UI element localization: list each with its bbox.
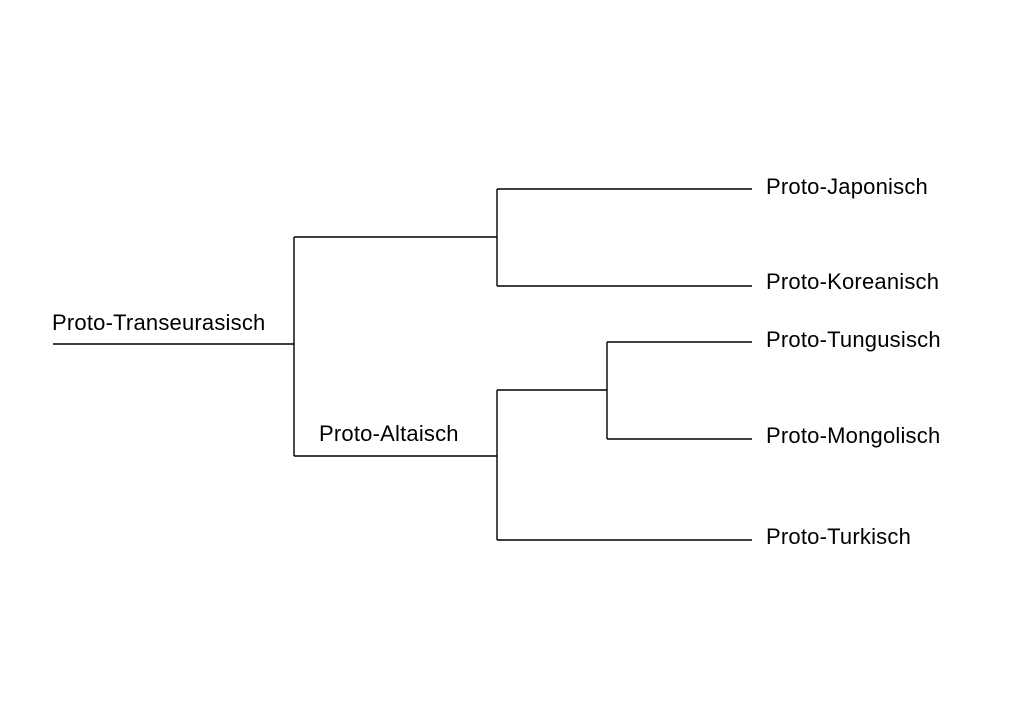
altaic-node-label: Proto-Altaisch: [319, 421, 459, 446]
japonic-leaf-label: Proto-Japonisch: [766, 174, 928, 199]
turkic-leaf-label: Proto-Turkisch: [766, 524, 912, 549]
mongolic-leaf-label: Proto-Mongolisch: [766, 423, 941, 448]
tungusic-leaf-label: Proto-Tungusisch: [766, 327, 941, 352]
korean-leaf-label: Proto-Koreanisch: [766, 269, 940, 294]
root-node-label: Proto-Transeurasisch: [52, 310, 266, 335]
